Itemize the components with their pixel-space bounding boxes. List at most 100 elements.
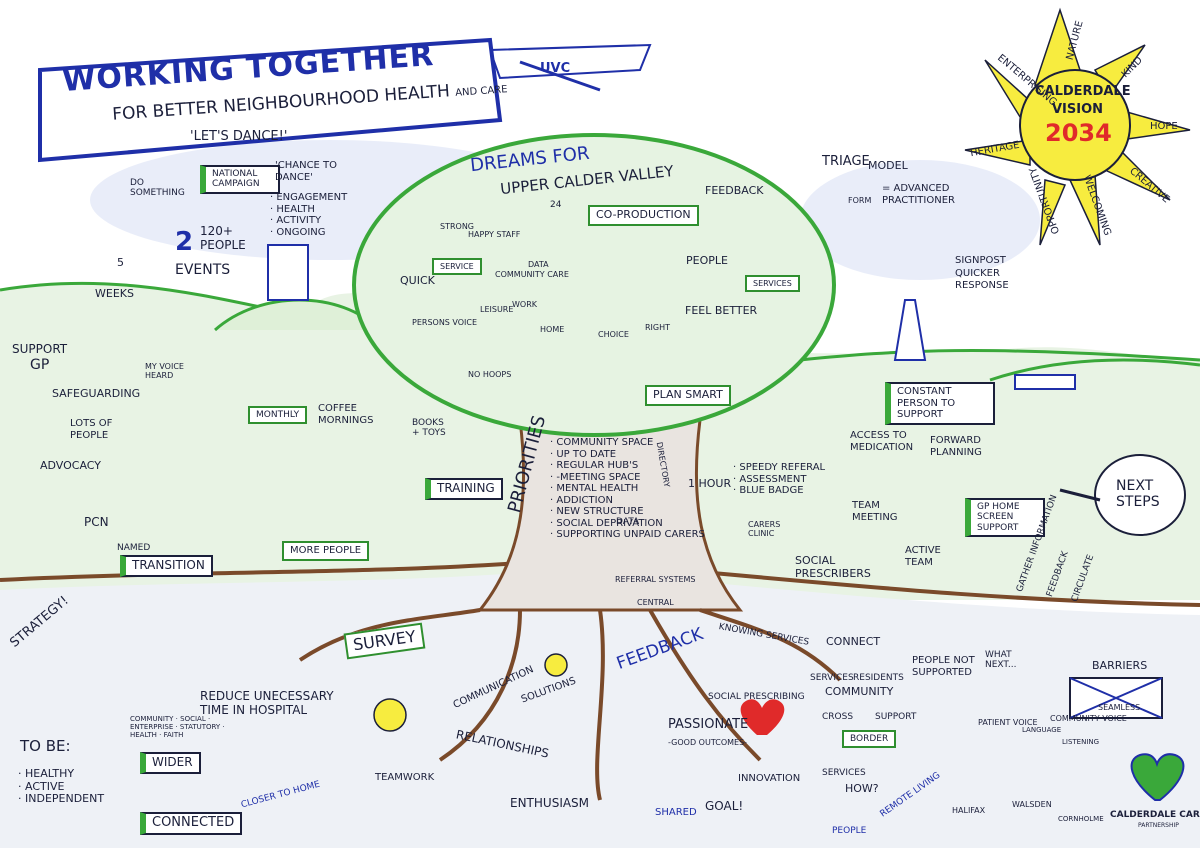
banner-subtitle-and: AND CARE	[454, 84, 508, 99]
teamwork-label: TEAMWORK	[375, 772, 435, 783]
crown-services: SERVICES	[745, 275, 800, 293]
crown-feedback: FEEDBACK	[705, 184, 764, 197]
social-prescribing: SOCIAL PRESCRIBING	[708, 692, 805, 702]
crown-home: HOME	[540, 325, 565, 334]
walsden-label: WALSDEN	[1012, 800, 1052, 809]
wider-label: WIDER	[140, 752, 201, 774]
gp-home-screen: GP HOME SCREEN SUPPORT	[965, 498, 1045, 538]
events-label: EVENTS	[175, 262, 231, 278]
do-something: DO SOMETHING	[130, 178, 185, 199]
social-prescribers: SOCIAL PRESCRIBERS	[795, 554, 871, 580]
referral-systems: REFERRAL SYSTEMS	[615, 575, 696, 584]
wider-labels: COMMUNITY · SOCIAL · ENTERPRISE · STATUT…	[130, 715, 225, 740]
patient-voice: PATIENT VOICE	[978, 718, 1038, 727]
crown-persons-voice: PERSONS VOICE	[412, 318, 478, 327]
connect-label: CONNECT	[826, 635, 881, 648]
triage-label: TRIAGE	[822, 154, 870, 169]
shared-label: SHARED	[655, 807, 697, 818]
books-toys: BOOKS + TOYS	[412, 418, 446, 439]
what-next: WHAT NEXT...	[985, 650, 1017, 671]
my-voice-heard: MY VOICE HEARD	[145, 362, 184, 381]
weeks-number: 5	[117, 256, 124, 269]
dance-list-item: ACTIVITY	[270, 215, 347, 227]
form-label: FORM	[848, 196, 872, 205]
advocacy-label: ADVOCACY	[40, 459, 102, 472]
crown-plan-smart: PLAN SMART	[645, 385, 731, 406]
crown-choice: CHOICE	[598, 330, 629, 339]
priorities-list: COMMUNITY SPACEUP TO DATEREGULAR HUB'S-M…	[550, 437, 705, 541]
sun-line1: CALDERDALE	[1035, 84, 1131, 99]
to-be-item: INDEPENDENT	[18, 793, 104, 806]
referral-item: SPEEDY REFERAL	[733, 462, 825, 474]
services-how-label: SERVICES	[822, 768, 866, 778]
priority-item: UP TO DATE	[550, 449, 705, 461]
team-meeting: TEAM MEETING	[852, 500, 898, 523]
priority-item: SUPPORTING UNPAID CARERS	[550, 529, 705, 541]
plane-label: UVC	[540, 61, 571, 76]
reduce-time-hospital: REDUCE UNECESSARY TIME IN HOSPITAL	[200, 689, 334, 717]
carers-clinic: CARERS CLINIC	[748, 520, 781, 539]
gp-label: GP	[30, 357, 50, 373]
advanced-practitioner: = ADVANCED PRACTITIONER	[882, 183, 955, 206]
model-label: MODEL	[868, 159, 908, 172]
sun-year: 2034	[1045, 119, 1112, 147]
access-medication: ACCESS TO MEDICATION	[850, 430, 914, 453]
crown-right: RIGHT	[645, 323, 671, 332]
dance-list-item: ONGOING	[270, 227, 347, 239]
listening-label: LISTENING	[1062, 738, 1100, 746]
lets-dance: 'LET'S DANCE!'	[190, 129, 288, 144]
crown-happy-staff: HAPPY STAFF	[468, 230, 521, 239]
seamless-label: SEAMLESS	[1098, 703, 1141, 712]
priority-item: SOCIAL DEPRIVATION	[550, 518, 705, 530]
training-label: TRAINING	[425, 478, 503, 500]
logo-line1: CALDERDALE CARES	[1110, 810, 1200, 820]
constant-person: CONSTANT PERSON TO SUPPORT	[885, 382, 995, 425]
transition-label: TRANSITION	[120, 555, 213, 577]
one-hour: 1 HOUR	[688, 477, 732, 490]
active-team: ACTIVE TEAM	[905, 545, 941, 568]
goal-label: GOAL!	[705, 799, 744, 813]
barriers-label: BARRIERS	[1092, 659, 1148, 672]
connect-community: COMMUNITY	[825, 685, 894, 698]
sun-line2: VISION	[1052, 102, 1104, 117]
to-be-label: TO BE:	[20, 737, 71, 755]
signpost-label: SIGNPOST	[955, 255, 1006, 266]
priority-item: MENTAL HEALTH	[550, 483, 705, 495]
crown-leisure: LEISURE	[480, 305, 514, 314]
support-bottom: SUPPORT	[875, 712, 917, 722]
priority-item: ADDICTION	[550, 495, 705, 507]
monthly-label: MONTHLY	[248, 406, 308, 425]
more-people-label: MORE PEOPLE	[282, 541, 370, 561]
events-number: 2	[175, 227, 194, 257]
connected-label: CONNECTED	[140, 812, 243, 835]
crown-community-care: COMMUNITY CARE	[495, 270, 569, 279]
innovation-label: INNOVATION	[738, 773, 801, 784]
connect-services: SERVICES	[810, 673, 854, 683]
chance-to-dance: 'CHANCE TO DANCE'	[275, 160, 338, 183]
lots-of-people: LOTS OF PEOPLE	[70, 418, 113, 441]
referral-central: CENTRAL	[637, 598, 674, 607]
how-label: HOW?	[845, 782, 879, 795]
connect-residents: RESIDENTS	[853, 673, 904, 683]
language-label: LANGUAGE	[1022, 726, 1062, 734]
crown-quick: QUICK	[400, 274, 435, 287]
safeguarding-label: SAFEGUARDING	[52, 387, 141, 400]
crown-people: PEOPLE	[686, 254, 728, 267]
community-voice: COMMUNITY VOICE	[1050, 714, 1127, 723]
crown-co-production: CO-PRODUCTION	[588, 205, 699, 226]
quicker-response: QUICKER RESPONSE	[955, 268, 1009, 291]
pcn-label: PCN	[84, 515, 109, 529]
sun-ray-hope: HOPE	[1150, 121, 1178, 132]
next-steps: NEXT STEPS	[1116, 478, 1160, 511]
national-campaign: NATIONAL CAMPAIGN	[200, 165, 280, 194]
passionate-label: PASSIONATE	[668, 717, 749, 732]
priorities-data: DATA	[616, 517, 640, 527]
priority-item: REGULAR HUB'S	[550, 460, 705, 472]
logo-line2: PARTNERSHIP	[1138, 822, 1179, 829]
people-not-supported: PEOPLE NOT SUPPORTED	[912, 655, 975, 678]
coffee-mornings: COFFEE MORNINGS	[318, 403, 374, 426]
forward-planning: FORWARD PLANNING	[930, 435, 982, 458]
referral-item: BLUE BADGE	[733, 485, 825, 497]
border-label: BORDER	[842, 730, 897, 749]
